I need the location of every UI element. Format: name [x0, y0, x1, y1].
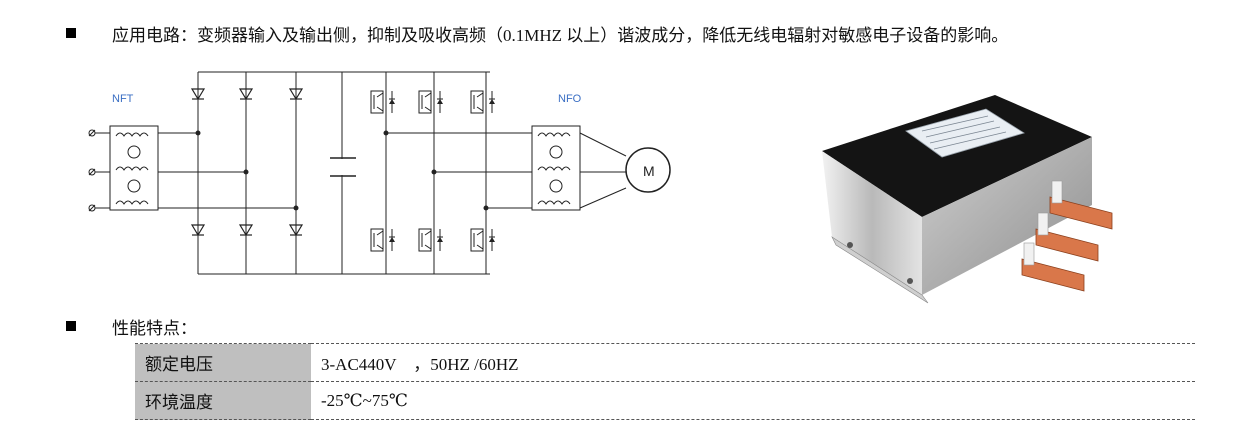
ambient-temperature-label: 环境温度: [135, 381, 311, 420]
dc-link-capacitor: [330, 71, 490, 275]
rectifier-diodes: [191, 88, 303, 236]
spec-table: 额定电压 3-AC440V ，50HZ /60HZ 环境温度 -25℃~75℃: [135, 343, 1195, 420]
input-filter-label: NFT: [112, 93, 134, 105]
input-terminals: [88, 129, 110, 212]
ambient-temperature-value: -25℃~75℃: [311, 381, 1195, 420]
table-row: 额定电压 3-AC440V ，50HZ /60HZ: [135, 343, 1195, 382]
bullet-square: [66, 28, 76, 38]
output-filter-label: NFO: [558, 93, 582, 105]
rated-voltage-value: 3-AC440V ，50HZ /60HZ: [311, 343, 1195, 382]
input-filter-choke: [109, 125, 159, 211]
emi-filter-product-photo: [822, 95, 1113, 304]
filter-label-sticker: [905, 108, 1025, 158]
motor-label: M: [643, 163, 655, 179]
features-heading: 性能特点：: [112, 319, 197, 338]
inverter-bridge: [383, 72, 532, 274]
rectifier-bridge: [195, 71, 342, 275]
copper-terminals: [1021, 180, 1113, 292]
motor-symbol: [625, 147, 671, 193]
rated-voltage-label: 额定电压: [135, 343, 311, 382]
circuit-diagram: NFT: [88, 71, 671, 275]
bullet-square: [66, 321, 76, 331]
application-text: 应用电路：变频器输入及输出侧，抑制及吸收高频（0.1MHZ 以上）谐波成分，降低…: [112, 26, 1009, 45]
table-row: 环境温度 -25℃~75℃: [135, 381, 1195, 420]
output-filter-choke: [531, 125, 581, 211]
